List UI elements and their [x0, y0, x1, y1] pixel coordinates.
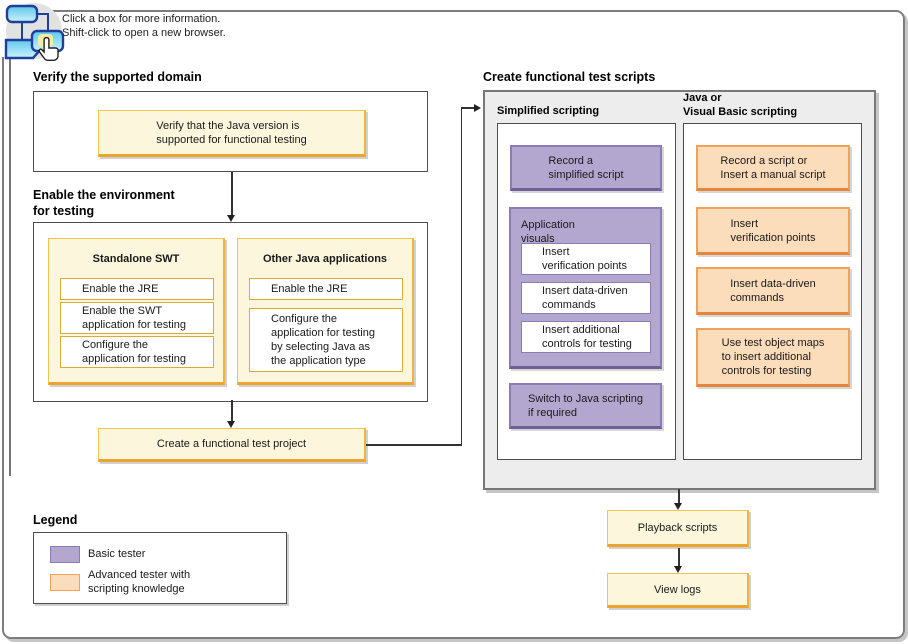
use-test-object-maps-box[interactable]: Use test object maps to insert additiona… — [696, 328, 850, 387]
view-logs-label: View logs — [654, 583, 701, 596]
use-test-object-maps-label: Use test object maps to insert additiona… — [721, 337, 825, 377]
switch-to-java-scripting-box[interactable]: Switch to Java scripting if required — [509, 383, 662, 429]
flow-box-icon — [5, 4, 39, 24]
legend-heading: Legend — [33, 513, 78, 527]
flow-arrow-3 — [674, 503, 682, 510]
step-enable-jre-other[interactable]: Enable the JRE — [249, 278, 403, 300]
flow-arrow-2 — [227, 421, 235, 428]
flow-line-2 — [231, 400, 233, 421]
visuals-insert-verification-points[interactable]: Insert verification points — [521, 243, 651, 275]
standalone-swt-title: Standalone SWT — [92, 253, 180, 265]
scripts-section-heading: Create functional test scripts — [483, 70, 656, 84]
view-logs-box[interactable]: View logs — [607, 573, 749, 608]
visuals-insert-data-driven[interactable]: Insert data-driven commands — [521, 282, 651, 314]
playback-scripts-box[interactable]: Playback scripts — [607, 510, 749, 547]
visuals-insert-additional-controls[interactable]: Insert additional controls for testing — [521, 321, 651, 353]
diagram-frame — [2, 10, 905, 639]
verify-java-version-label: Verify that the Java version is supporte… — [156, 119, 307, 146]
java-vb-scripting-heading: Java or Visual Basic scripting — [683, 92, 798, 118]
step-configure-application[interactable]: Configure the application for testing — [60, 336, 214, 368]
insert-verification-points-box[interactable]: Insert verification points — [696, 207, 850, 255]
application-visuals-label: Application visuals — [521, 219, 575, 245]
connector-h1 — [366, 444, 462, 446]
flow-line-1 — [231, 172, 233, 215]
legend-swatch-basic — [50, 546, 80, 563]
insert-verification-points-label: Insert verification points — [730, 217, 816, 244]
enable-section-heading: Enable the environment for testing — [33, 188, 175, 218]
flow-arrow-1 — [227, 215, 235, 222]
record-simplified-script-label: Record a simplified script — [548, 154, 624, 181]
flow-line-4 — [678, 548, 680, 566]
playback-scripts-label: Playback scripts — [637, 521, 718, 534]
icon-connector-lines — [21, 13, 49, 41]
legend-box — [33, 532, 287, 604]
step-enable-jre-swt[interactable]: Enable the JRE — [60, 278, 214, 300]
icon-flow-line — [9, 56, 11, 476]
flow-line-3 — [678, 489, 680, 503]
legend-label-advanced: Advanced tester with scripting knowledge — [88, 569, 191, 595]
legend-swatch-advanced — [50, 574, 80, 591]
flow-arrow-4 — [674, 566, 682, 573]
simplified-scripting-heading: Simplified scripting — [497, 105, 600, 117]
insert-data-driven-box[interactable]: Insert data-driven commands — [696, 267, 850, 315]
other-java-title: Other Java applications — [262, 253, 388, 265]
switch-to-java-scripting-label: Switch to Java scripting if required — [528, 392, 643, 419]
connector-v — [460, 107, 462, 445]
create-test-project-box[interactable]: Create a functional test project — [98, 428, 366, 462]
task-flow-icon — [4, 3, 65, 61]
verify-java-version-box[interactable]: Verify that the Java version is supporte… — [98, 110, 366, 157]
hand-cursor-icon — [38, 36, 59, 61]
create-test-project-label: Create a functional test project — [156, 438, 307, 450]
connector-arrow — [474, 103, 481, 112]
insert-data-driven-label: Insert data-driven commands — [730, 277, 816, 304]
record-script-box[interactable]: Record a script or Insert a manual scrip… — [696, 145, 850, 191]
step-configure-java-type[interactable]: Configure the application for testing by… — [249, 308, 403, 372]
step-enable-swt-application[interactable]: Enable the SWT application for testing — [60, 302, 214, 334]
note-line-1: Click a box for more information. — [62, 13, 221, 25]
record-simplified-script-box[interactable]: Record a simplified script — [510, 145, 662, 191]
connector-h2 — [461, 107, 475, 109]
record-script-label: Record a script or Insert a manual scrip… — [720, 154, 826, 181]
note-line-2: Shift-click to open a new browser. — [62, 27, 226, 39]
verify-section-heading: Verify the supported domain — [33, 70, 202, 84]
legend-label-basic: Basic tester — [88, 548, 146, 560]
